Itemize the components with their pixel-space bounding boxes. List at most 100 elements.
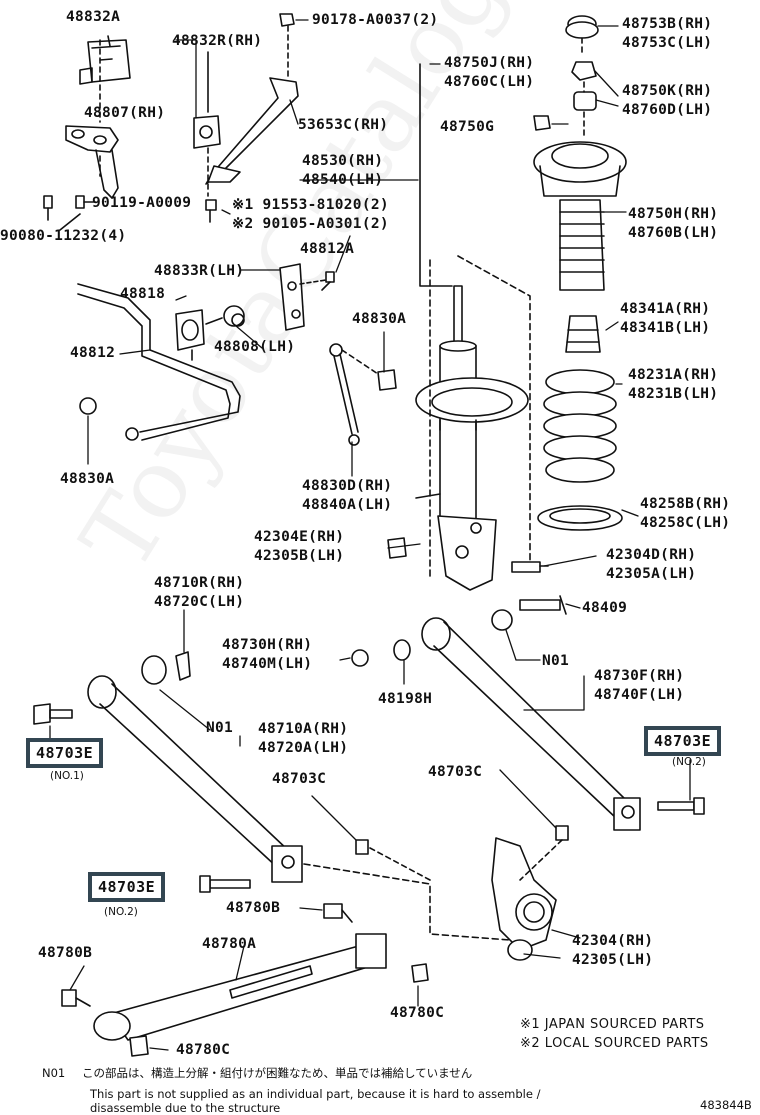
label-48830A-top: 48830A — [352, 311, 407, 327]
strut-48530-part — [415, 285, 529, 591]
label-48753: 48753B(RH) 48753C(LH) — [622, 16, 713, 51]
label-48341: 48341A(RH) 48341B(LH) — [620, 301, 711, 336]
bolt-48780B-left-part — [61, 989, 91, 1007]
label-53653C: 53653C(RH) — [298, 117, 389, 133]
bracket-48807-part — [65, 125, 119, 199]
label-48780C-bottom: 48780C — [176, 1042, 231, 1058]
lateral-arm-48710A-part — [87, 655, 303, 883]
nut-42304E-part — [387, 537, 407, 559]
nut-90178-part — [279, 13, 295, 27]
bracket-48710R-part — [175, 651, 191, 681]
label-48710R: 48710R(RH) 48720C(LH) — [154, 575, 245, 610]
nut-48703C-right-part — [555, 825, 569, 841]
nut-48780C-right-part — [411, 963, 429, 983]
label-48812: 48812 — [70, 345, 116, 361]
label-48750G: 48750G — [440, 119, 495, 135]
label-91553: ※1 91553-81020(2) ※2 90105-A0301(2) — [232, 197, 389, 232]
bracket-48832R-part — [193, 115, 221, 149]
bolt-48780B-mid-part — [323, 903, 353, 923]
label-48730H: 48730H(RH) 48740M(LH) — [222, 637, 313, 672]
boxed-label-48703E-no2-left: 48703E — [88, 872, 166, 902]
bushing-48818-part — [175, 309, 205, 351]
stabilizer-link-48830D-part — [329, 343, 360, 446]
washer-48198H-part — [393, 639, 411, 661]
label-42304: 42304(RH) 42305(LH) — [572, 933, 654, 968]
insulator-48258-part — [537, 505, 623, 531]
bolt-48409-part — [519, 595, 567, 615]
label-48832A: 48832A — [66, 9, 121, 25]
label-48409: 48409 — [582, 600, 628, 616]
bushing-48808-part — [223, 305, 245, 327]
bolt-48812A-part — [321, 271, 335, 291]
leader-lines — [49, 19, 691, 1051]
nut-48830A-low-part — [79, 397, 97, 415]
label-48750H: 48750H(RH) 48760B(LH) — [628, 206, 719, 241]
bump-stop-48341-part — [565, 315, 601, 353]
note-local-sourced: ※2 LOCAL SOURCED PARTS — [520, 1036, 709, 1051]
bracket-53653C-part — [205, 77, 299, 185]
label-90178: 90178-A0037(2) — [312, 12, 439, 28]
bolt-90119-part — [75, 195, 95, 209]
label-48818: 48818 — [120, 286, 166, 302]
footer-code: N01 — [42, 1066, 66, 1080]
nut-48750J-part — [571, 61, 597, 81]
label-48832R: 48832R(RH) — [172, 33, 263, 49]
bracket-48833R-part — [279, 263, 305, 331]
label-48530: 48530(RH) 48540(LH) — [302, 153, 384, 188]
boxed-tag-no2-left: (NO.2) — [104, 906, 138, 918]
boxed-tag-no2-right: (NO.2) — [672, 756, 706, 768]
label-48830A-low: 48830A — [60, 471, 115, 487]
label-48730F: 48730F(RH) 48740F(LH) — [594, 668, 685, 703]
label-42304D: 42304D(RH) 42305A(LH) — [606, 547, 697, 582]
label-N01-left: N01 — [206, 720, 234, 736]
upper-mount-48753-part — [565, 15, 599, 39]
label-48703C-right: 48703C — [428, 764, 483, 780]
label-48780C-right: 48780C — [390, 1005, 445, 1021]
label-48780A: 48780A — [202, 936, 257, 952]
label-48780B-left: 48780B — [38, 945, 93, 961]
nut-48780C-bottom-part — [129, 1035, 149, 1057]
label-48830D: 48830D(RH) 48840A(LH) — [302, 478, 393, 513]
lateral-arm-48730F-part — [421, 609, 641, 831]
boxed-tag-no1: (NO.1) — [50, 770, 84, 782]
bolt-48703E-no2-right-part — [657, 797, 705, 815]
label-48231: 48231A(RH) 48231B(LH) — [628, 367, 719, 402]
bolt-42304D-part — [511, 561, 549, 573]
nut-48750G-part — [533, 115, 551, 131]
nut-48830A-part — [377, 369, 397, 391]
label-N01-right: N01 — [542, 653, 570, 669]
label-48703C-mid: 48703C — [272, 771, 327, 787]
label-48750J: 48750J(RH) 48760C(LH) — [444, 55, 535, 90]
label-48807: 48807(RH) — [84, 105, 166, 121]
bolt-48703E-no2-left-part — [199, 875, 251, 893]
trailing-arm-48780A-part — [93, 933, 387, 1041]
knuckle-42304-part — [491, 837, 557, 961]
label-48780B-mid: 48780B — [226, 900, 281, 916]
nut-48703C-mid-part — [355, 839, 369, 855]
diagram-id: 483844B — [700, 1098, 752, 1112]
bracket-48832A-part — [79, 35, 131, 85]
label-90119: 90119-A0009 — [92, 195, 192, 211]
label-48812A: 48812A — [300, 241, 355, 257]
label-48198H: 48198H — [378, 691, 433, 707]
label-48710A: 48710A(RH) 48720A(LH) — [258, 721, 349, 756]
footer-english: This part is not supplied as an individu… — [90, 1087, 541, 1115]
label-90080: 90080-11232(4) — [0, 228, 127, 244]
bushing-48750K-part — [573, 91, 597, 111]
boxed-label-48703E-no2-right: 48703E — [644, 726, 722, 756]
bushing-48730H-part — [351, 649, 369, 667]
upper-support-48750H-part — [533, 141, 627, 291]
stabilizer-bar-48812-part — [77, 283, 241, 441]
boxed-label-48703E-no1: 48703E — [26, 738, 104, 768]
bolt-91553-part — [205, 199, 217, 223]
label-42304E: 42304E(RH) 42305B(LH) — [254, 529, 345, 564]
bolt-90080-part — [43, 195, 53, 221]
coil-spring-48231-part — [543, 369, 617, 483]
label-48750K: 48750K(RH) 48760D(LH) — [622, 83, 713, 118]
note-japan-sourced: ※1 JAPAN SOURCED PARTS — [520, 1017, 705, 1032]
label-48808: 48808(LH) — [214, 339, 296, 355]
footer-japanese: この部品は、構造上分解・組付けが困難なため、単品では補給していません — [82, 1066, 473, 1080]
label-48258: 48258B(RH) 48258C(LH) — [640, 496, 731, 531]
